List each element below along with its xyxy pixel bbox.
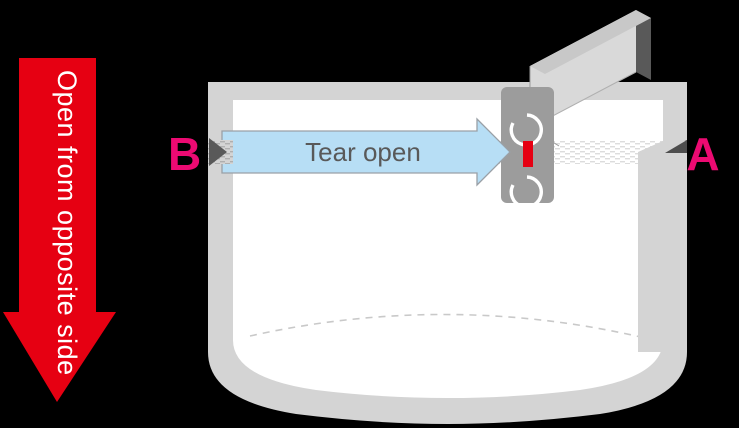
- tear-open-arrow-shape[interactable]: [221, 117, 511, 187]
- tear-tab[interactable]: [501, 87, 554, 209]
- red-tear-marker: [523, 141, 533, 167]
- gray-triangle-right-icon: [209, 138, 227, 166]
- right-pointer: [665, 140, 687, 153]
- tear-open-arrow-label: Tear open: [305, 137, 421, 167]
- container-inner-cavity: [233, 100, 663, 398]
- red-down-arrow-shape: [3, 58, 116, 402]
- container-right-wall-strip: [638, 140, 687, 352]
- open-from-opposite-side-arrow: Open from opposite side: [3, 58, 116, 402]
- circle-arc-icon-top: [509, 113, 543, 147]
- container-base-dashed-arc: [249, 313, 646, 339]
- tear-open-arrow[interactable]: Tear open: [221, 117, 511, 187]
- red-arrow-label: Open from opposite side: [52, 70, 82, 376]
- lid-flap-top-band: [530, 10, 651, 74]
- lid-flap-edge-shadow: [636, 10, 651, 80]
- label-a: A: [686, 128, 719, 180]
- label-b: B: [168, 128, 201, 180]
- circle-arc-icon-bottom: [509, 175, 543, 209]
- left-pointer: [208, 138, 233, 166]
- gray-triangle-left-icon: [665, 140, 687, 153]
